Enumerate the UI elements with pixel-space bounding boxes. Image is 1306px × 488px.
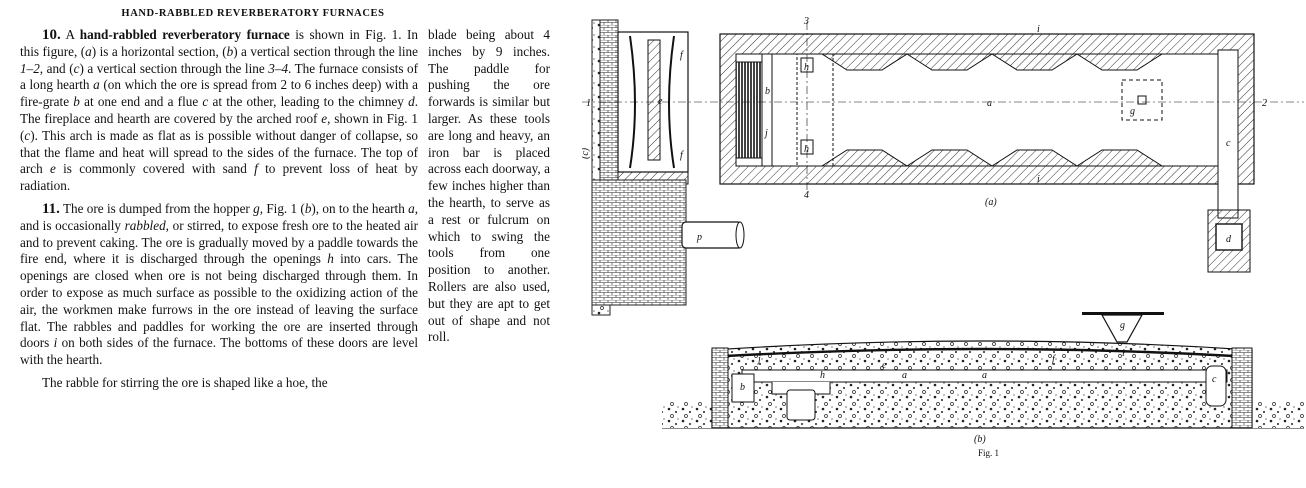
- text-run: . The furnace consists of a long hearth: [20, 60, 419, 93]
- label-i-bottom: i: [1037, 174, 1040, 185]
- text-run: , Fig. 1 (: [259, 200, 305, 216]
- paragraph-10: 10. A hand-rabbled reverberatory furnace…: [20, 27, 418, 195]
- view-a-label: (a): [985, 197, 997, 208]
- label-line-2: 2: [1262, 98, 1267, 109]
- label-i-section: i: [1122, 348, 1125, 359]
- paragraph-11: 11. The ore is dumped from the hopper g,…: [20, 201, 418, 369]
- paragraph-number: 11.: [42, 200, 60, 217]
- text-run: . The fireplace and hearth are covered b…: [20, 94, 418, 126]
- text-run: into cars. The openings are closed when …: [20, 251, 418, 351]
- section-view-c: (c) f f e p: [580, 19, 745, 316]
- figure-ref: a: [85, 43, 92, 59]
- line-ref: 1–2: [20, 60, 40, 76]
- label-a-plan: a: [987, 98, 992, 109]
- label-g-section: g: [1120, 320, 1125, 331]
- figure-ref: c: [24, 127, 31, 143]
- label-h-bottom: h: [804, 144, 809, 155]
- text-run: , and is occasionally: [20, 200, 419, 233]
- text-run: (on which the ore is spread from 2 to 6 …: [20, 77, 419, 110]
- keyword-term: hand-rabbled reverberatory furnace: [79, 27, 290, 42]
- emphasis-term: rabbled: [124, 217, 166, 233]
- text-run: is shown in Fig. 1. In this figure, (: [20, 27, 418, 59]
- label-j-plan: j: [763, 128, 768, 139]
- label-g-plan: g: [1130, 106, 1135, 117]
- figure-ref: b: [226, 43, 234, 59]
- text-run: ) a vertical section through the line: [233, 43, 418, 59]
- text-run: ). This arch is made as flat as is possi…: [20, 127, 418, 177]
- text-column-left: 10. A hand-rabbled reverberatory furnace…: [20, 27, 418, 398]
- label-line-4: 4: [804, 190, 809, 201]
- label-h-top: h: [804, 62, 809, 73]
- label-e-c: e: [658, 96, 663, 107]
- label-line-1: 1: [586, 98, 591, 109]
- label-b-section: b: [740, 382, 745, 393]
- text-run: on both sides of the furnace. The bottom…: [20, 335, 418, 368]
- text-run: ), on to the hearth: [311, 200, 409, 216]
- view-b-label: (b): [974, 434, 986, 445]
- figure-ref: i: [53, 335, 58, 351]
- label-f-bottom: f: [680, 150, 684, 161]
- label-a-section-2: a: [982, 370, 987, 381]
- text-run: is commonly covered with sand: [55, 161, 255, 177]
- label-f-section: f: [1052, 354, 1056, 365]
- label-i-top: i: [1037, 24, 1040, 35]
- label-b-plan: b: [765, 86, 770, 97]
- figure-ref: c: [202, 94, 209, 110]
- label-line-3: 3: [803, 16, 809, 27]
- text-run: A: [60, 27, 80, 42]
- figure-ref: e: [49, 161, 56, 177]
- text-column-middle: blade being about 4 inches by 9 inches. …: [428, 27, 550, 346]
- figure-ref: b: [73, 94, 80, 110]
- figure-ref: a: [408, 200, 415, 216]
- label-c-section: c: [1212, 374, 1217, 385]
- label-e-section: e: [882, 360, 887, 371]
- figure-ref: e: [321, 110, 328, 126]
- figure-ref: h: [327, 251, 334, 267]
- furnace-figure: (c) f f e p: [580, 10, 1304, 480]
- running-head: HAND-RABBLED REVERBERATORY FURNACES: [121, 8, 385, 19]
- text-run: ) a vertical section through the line: [79, 60, 269, 76]
- paragraph-number: 10.: [42, 27, 61, 43]
- figure-ref: g: [253, 200, 260, 216]
- text-run: ) is a horizontal section, (: [91, 43, 227, 59]
- label-h-section: h: [820, 370, 825, 381]
- figure-caption: Fig. 1: [978, 448, 999, 458]
- text-run: , shown in Fig. 1 (: [20, 110, 418, 143]
- text-run: to prevent loss of heat by radiation.: [20, 161, 418, 194]
- view-c-label: (c): [582, 147, 591, 159]
- figure-ref: d: [408, 94, 415, 110]
- text-run: The ore is dumped from the hopper: [59, 200, 254, 216]
- plan-view-a: 1 2 3 4 a b c d g h h i i j (a): [582, 16, 1304, 273]
- figure-ref: b: [304, 200, 312, 216]
- text-run: at one end and a flue: [79, 94, 203, 110]
- figure-ref: c: [73, 60, 80, 76]
- label-j-section: j: [756, 354, 761, 365]
- section-view-b: g b c e f h a a i j (b) Fig. 1: [662, 312, 1304, 458]
- paragraph-continued: The rabble for stirring the ore is shape…: [42, 374, 328, 390]
- label-d-plan: d: [1226, 234, 1232, 245]
- label-c-plan: c: [1226, 138, 1231, 149]
- furnace-drawing: (c) f f e p: [580, 16, 1304, 458]
- figure-ref: f: [254, 161, 258, 177]
- label-p: p: [696, 232, 702, 243]
- figure-ref: a: [93, 77, 100, 93]
- text-run: , or stirred, to expose fresh ore to the…: [20, 217, 418, 267]
- label-a-section-1: a: [902, 370, 907, 381]
- text-run: , and (: [39, 60, 74, 76]
- paragraph-continuation: blade being about 4 inches by 9 inches. …: [428, 27, 550, 345]
- line-ref: 3–4: [268, 60, 289, 76]
- text-run: at the other, leading to the chimney: [208, 94, 409, 110]
- label-f-top: f: [680, 50, 684, 61]
